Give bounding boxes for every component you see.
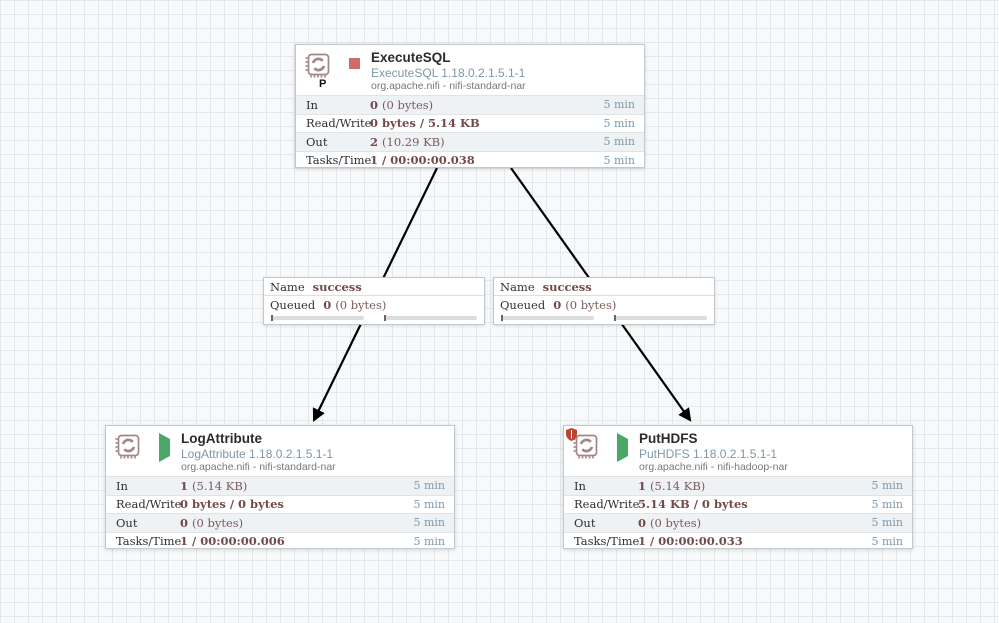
stat-value: 0 bytes / 0 bytes: [180, 497, 284, 512]
processor-puthdfs[interactable]: PutHDFS PutHDFS 1.18.0.2.1.5.1-1 org.apa…: [563, 425, 913, 549]
processor-executesql[interactable]: P ExecuteSQL ExecuteSQL 1.18.0.2.1.5.1-1…: [295, 44, 645, 168]
processor-header: P ExecuteSQL ExecuteSQL 1.18.0.2.1.5.1-1…: [296, 45, 644, 95]
stat-value: 0(0 bytes): [638, 515, 702, 530]
processor-name: PutHDFS: [639, 431, 698, 446]
stopped-status-icon: [349, 58, 360, 69]
restricted-icon: [566, 428, 577, 446]
processor-type-version: PutHDFS 1.18.0.2.1.5.1-1: [639, 447, 778, 461]
processor-icon: [112, 433, 142, 463]
backpressure-bars: [494, 314, 714, 324]
connection-name-key: Name: [270, 279, 305, 294]
queued-size: (0 bytes): [335, 298, 387, 312]
stat-value: 1 / 00:00:00.038: [370, 153, 475, 168]
backpressure-bars: [264, 314, 484, 324]
stat-value: 1 / 00:00:00.033: [638, 534, 743, 549]
processor-logattribute[interactable]: LogAttribute LogAttribute 1.18.0.2.1.5.1…: [105, 425, 455, 549]
processor-icon: P: [302, 52, 332, 90]
stat-label: Out: [574, 515, 596, 530]
stat-row-tasks: Tasks/Time 1 / 00:00:00.033 5 min: [564, 531, 912, 551]
stat-row-readwrite: Read/Write 0 bytes / 0 bytes 5 min: [106, 494, 454, 514]
stat-row-tasks: Tasks/Time 1 / 00:00:00.006 5 min: [106, 531, 454, 551]
stat-row-readwrite: Read/Write 5.14 KB / 0 bytes 5 min: [564, 494, 912, 514]
processor-header: LogAttribute LogAttribute 1.18.0.2.1.5.1…: [106, 426, 454, 476]
running-status-icon: [617, 433, 628, 462]
stat-row-out: Out 0(0 bytes) 5 min: [106, 513, 454, 532]
processor-bundle: org.apache.nifi - nifi-hadoop-nar: [639, 461, 788, 473]
stat-period: 5 min: [871, 479, 903, 493]
stat-label: Out: [116, 515, 138, 530]
stat-period: 5 min: [413, 516, 445, 530]
connection-label-right[interactable]: Name success Queued 0 (0 bytes): [493, 277, 715, 325]
stat-period: 5 min: [413, 497, 445, 511]
primary-node-badge: P: [319, 78, 327, 90]
backpressure-object-bar: [501, 315, 594, 321]
stat-value: 0(0 bytes): [180, 515, 244, 530]
running-status-icon: [159, 433, 170, 462]
stat-value: 0 bytes / 5.14 KB: [370, 116, 480, 131]
stat-period: 5 min: [413, 479, 445, 493]
processor-name: ExecuteSQL: [371, 50, 451, 65]
processor-bundle: org.apache.nifi - nifi-standard-nar: [181, 461, 336, 473]
processor-type-version: ExecuteSQL 1.18.0.2.1.5.1-1: [371, 66, 526, 80]
stat-row-in: In 0(0 bytes) 5 min: [296, 95, 644, 114]
stat-period: 5 min: [871, 534, 903, 548]
backpressure-object-bar: [271, 315, 364, 321]
stat-label: In: [574, 478, 586, 493]
connection-name-row: Name success: [264, 278, 484, 296]
stat-value: 2(10.29 KB): [370, 134, 445, 149]
stat-value: 1 / 00:00:00.006: [180, 534, 285, 549]
connection-name-value: success: [312, 279, 362, 294]
stat-value: 1(5.14 KB): [180, 478, 248, 493]
processor-header: PutHDFS PutHDFS 1.18.0.2.1.5.1-1 org.apa…: [564, 426, 912, 476]
stat-label: Tasks/Time: [116, 534, 182, 549]
queued-count: 0: [323, 298, 332, 312]
stat-row-readwrite: Read/Write 0 bytes / 5.14 KB 5 min: [296, 113, 644, 133]
connection-queued-row: Queued 0 (0 bytes): [264, 296, 484, 314]
queued-size: (0 bytes): [565, 298, 617, 312]
stat-row-out: Out 0(0 bytes) 5 min: [564, 513, 912, 532]
stat-label: Out: [306, 134, 328, 149]
processor-type-version: LogAttribute 1.18.0.2.1.5.1-1: [181, 447, 334, 461]
stat-period: 5 min: [413, 534, 445, 548]
queued-count: 0: [553, 298, 562, 312]
backpressure-data-bar: [614, 315, 707, 321]
queued-key: Queued: [500, 298, 546, 312]
stat-period: 5 min: [603, 135, 635, 149]
stat-value: 1(5.14 KB): [638, 478, 706, 493]
stat-period: 5 min: [603, 98, 635, 112]
connection-queued-row: Queued 0 (0 bytes): [494, 296, 714, 314]
stat-value: 5.14 KB / 0 bytes: [638, 497, 748, 512]
connection-name-key: Name: [500, 279, 535, 294]
stat-period: 5 min: [871, 497, 903, 511]
processor-icon: [566, 428, 600, 463]
stat-label: Read/Write: [306, 116, 372, 131]
processor-name: LogAttribute: [181, 431, 262, 446]
stat-row-out: Out 2(10.29 KB) 5 min: [296, 132, 644, 151]
stat-row-tasks: Tasks/Time 1 / 00:00:00.038 5 min: [296, 150, 644, 170]
stat-label: Read/Write: [574, 497, 640, 512]
connection-name-row: Name success: [494, 278, 714, 296]
stat-label: Read/Write: [116, 497, 182, 512]
stat-row-in: In 1(5.14 KB) 5 min: [106, 476, 454, 495]
stat-row-in: In 1(5.14 KB) 5 min: [564, 476, 912, 495]
stat-period: 5 min: [603, 116, 635, 130]
stat-period: 5 min: [603, 153, 635, 167]
stat-label: In: [306, 97, 318, 112]
stat-label: In: [116, 478, 128, 493]
connection-label-left[interactable]: Name success Queued 0 (0 bytes): [263, 277, 485, 325]
stat-label: Tasks/Time: [574, 534, 640, 549]
connection-name-value: success: [542, 279, 592, 294]
processor-bundle: org.apache.nifi - nifi-standard-nar: [371, 80, 526, 92]
queued-key: Queued: [270, 298, 316, 312]
stat-period: 5 min: [871, 516, 903, 530]
backpressure-data-bar: [384, 315, 477, 321]
stat-label: Tasks/Time: [306, 153, 372, 168]
stat-value: 0(0 bytes): [370, 97, 434, 112]
